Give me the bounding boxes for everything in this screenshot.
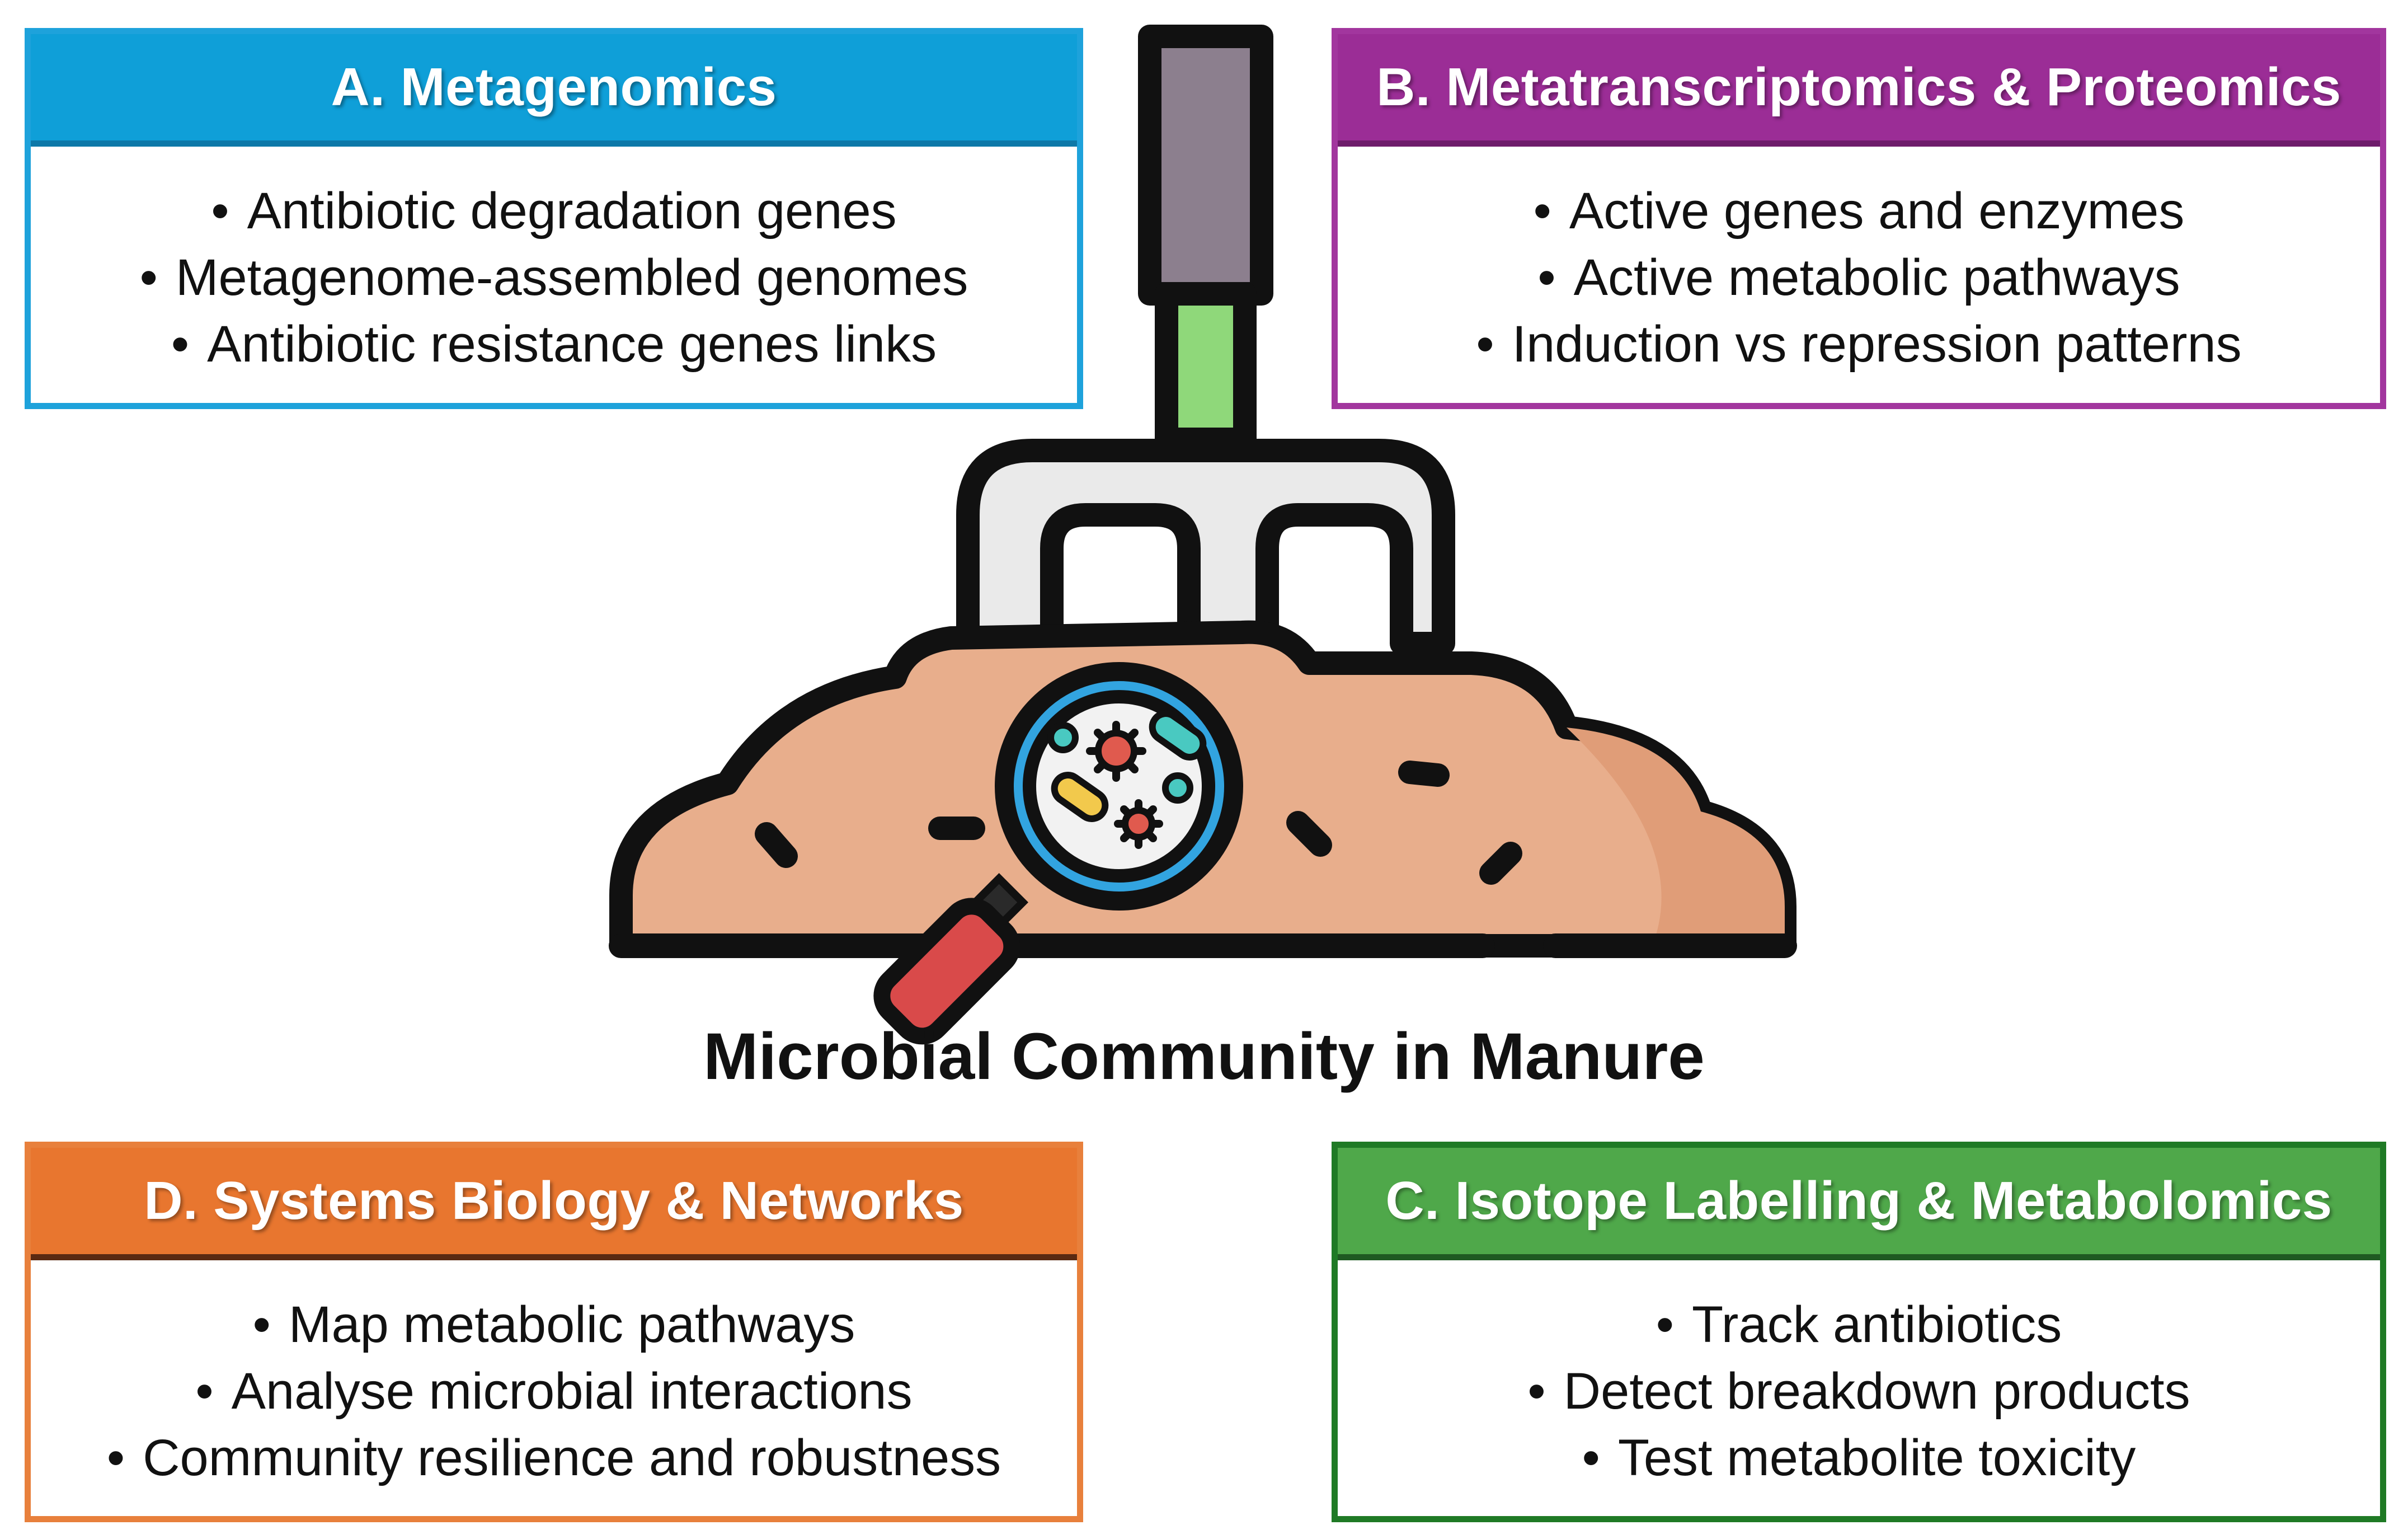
panel-metatranscriptomics-list: Active genes and enzymes Active metaboli… xyxy=(1338,147,2380,409)
panel-metatranscriptomics-title: B. Metatranscriptomics & Proteomics xyxy=(1338,34,2380,147)
panel-isotope-labelling: C. Isotope Labelling & Metabolomics Trac… xyxy=(1332,1142,2386,1522)
list-item: Metagenome-assembled genomes xyxy=(140,245,968,311)
panel-metagenomics: A. Metagenomics Antibiotic degradation g… xyxy=(25,28,1083,409)
panel-metagenomics-title: A. Metagenomics xyxy=(31,34,1077,147)
panel-metagenomics-list: Antibiotic degradation genes Metagenome-… xyxy=(31,147,1077,409)
panel-systems-biology-list: Map metabolic pathways Analyse microbial… xyxy=(31,1260,1077,1522)
panel-systems-biology-title: D. Systems Biology & Networks xyxy=(31,1148,1077,1260)
list-item: Analyse microbial interactions xyxy=(195,1358,913,1425)
list-item: Antibiotic degradation genes xyxy=(211,178,897,245)
panel-metatranscriptomics-proteomics: B. Metatranscriptomics & Proteomics Acti… xyxy=(1332,28,2386,409)
list-item: Detect breakdown products xyxy=(1527,1358,2190,1425)
list-item: Antibiotic resistance genes links xyxy=(171,311,937,378)
list-item: Track antibiotics xyxy=(1656,1292,2062,1358)
microbe-icon xyxy=(1047,710,1207,849)
panel-isotope-labelling-title: C. Isotope Labelling & Metabolomics xyxy=(1338,1148,2380,1260)
panel-isotope-labelling-list: Track antibiotics Detect breakdown produ… xyxy=(1338,1260,2380,1522)
pitchfork-icon xyxy=(956,25,1455,655)
list-item: Induction vs repression patterns xyxy=(1476,311,2242,378)
list-item: Test metabolite toxicity xyxy=(1582,1425,2136,1491)
list-item: Map metabolic pathways xyxy=(253,1292,855,1358)
center-title: Microbial Community in Manure xyxy=(703,1020,1705,1094)
list-item: Active genes and enzymes xyxy=(1534,178,2185,245)
panel-systems-biology: D. Systems Biology & Networks Map metabo… xyxy=(25,1142,1083,1522)
list-item: Community resilience and robustness xyxy=(107,1425,1001,1491)
list-item: Active metabolic pathways xyxy=(1537,245,2180,311)
